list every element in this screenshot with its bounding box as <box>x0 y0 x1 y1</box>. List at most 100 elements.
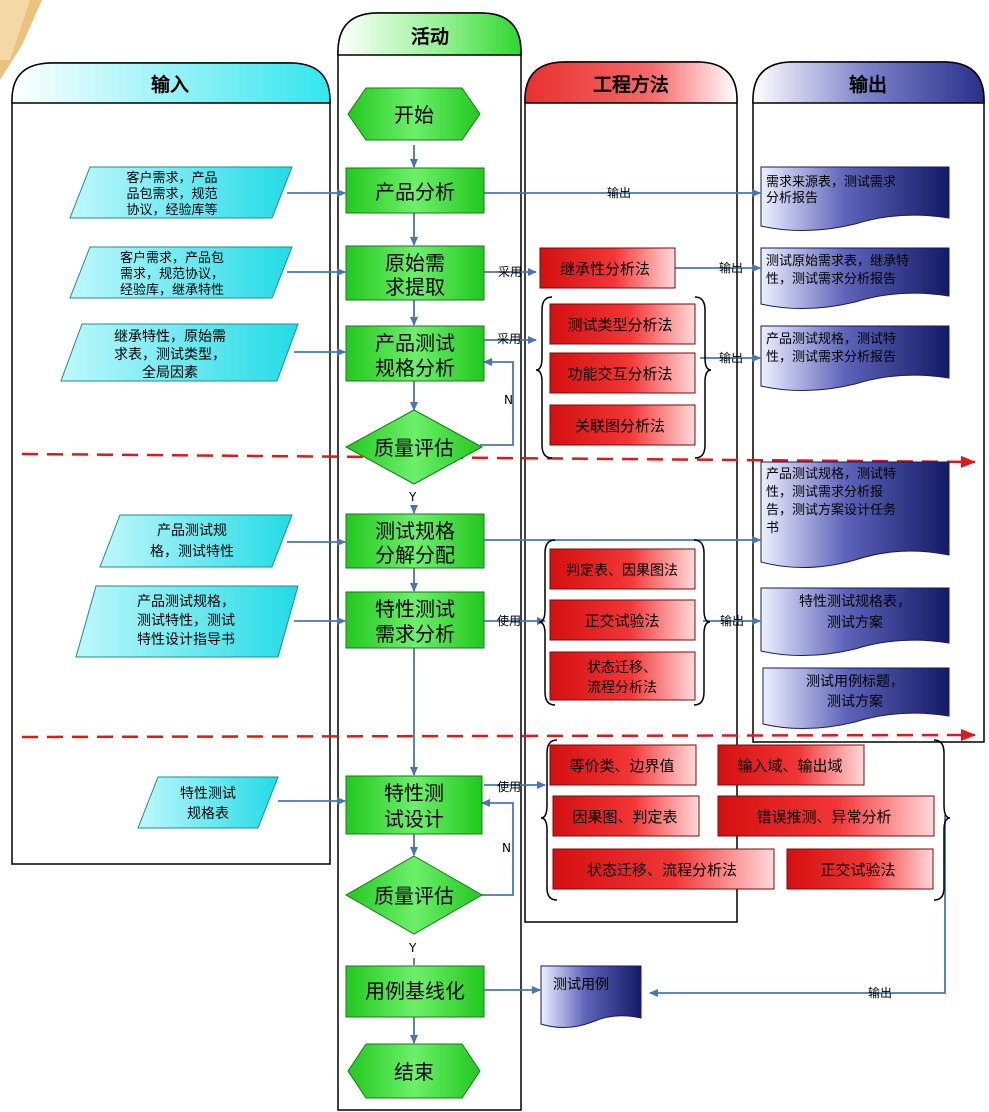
svg-text:状态迁移、流程分析法: 状态迁移、流程分析法 <box>587 861 737 879</box>
activity-spec-decompose: 测试规格 分解分配 <box>345 513 485 569</box>
method-inheritance-analysis: 继承性分析法 <box>539 247 676 289</box>
method-cause-effect: 因果图、判定表 <box>552 795 700 837</box>
svg-text:产品测试: 产品测试 <box>375 331 455 355</box>
label-y-2: Y <box>408 941 417 955</box>
svg-text:经验库，继承特性: 经验库，继承特性 <box>120 282 224 298</box>
svg-text:测试规格: 测试规格 <box>375 519 455 543</box>
svg-text:需求分析: 需求分析 <box>375 622 455 646</box>
method-function-interaction: 功能交互分析法 <box>549 352 696 394</box>
svg-text:告，测试方案设计任务: 告，测试方案设计任务 <box>766 502 896 518</box>
svg-text:测试用例: 测试用例 <box>553 977 609 993</box>
svg-text:测试方案: 测试方案 <box>827 614 883 631</box>
label-output-1: 输出 <box>607 185 631 200</box>
connector-labels: 输出 输出 输出 输出 输出 采用 采用 使用 使用 N N Y Y <box>408 185 892 1000</box>
svg-text:规格表: 规格表 <box>187 806 229 822</box>
svg-text:正交试验法: 正交试验法 <box>584 612 659 630</box>
method-test-type-analysis: 测试类型分析法 <box>549 303 696 345</box>
output-raw-requirement-table: 测试原始需求表，继承特 性，测试需求分析报告 <box>760 247 950 309</box>
label-n-2: N <box>502 841 511 855</box>
svg-text:测试原始需求表，继承特: 测试原始需求表，继承特 <box>766 254 909 269</box>
svg-text:格，测试特性: 格，测试特性 <box>150 544 234 560</box>
activity-feature-design: 特性测 试设计 <box>345 775 483 835</box>
svg-text:特性测试规格表，: 特性测试规格表， <box>799 594 911 610</box>
svg-text:性，测试需求分析报告: 性，测试需求分析报告 <box>766 350 896 365</box>
label-output-4: 输出 <box>720 613 744 628</box>
activity-baseline: 用例基线化 <box>345 965 485 1018</box>
activity-quality-check-1: 质量评估 <box>344 409 484 485</box>
activity-raw-requirement: 原始需 求提取 <box>345 245 485 301</box>
connectors <box>278 145 946 1044</box>
svg-text:状态迁移、: 状态迁移、 <box>587 660 657 676</box>
svg-text:等价类、边界值: 等价类、边界值 <box>569 757 674 775</box>
svg-text:流程分析法: 流程分析法 <box>587 680 657 696</box>
label-output-2: 输出 <box>719 260 743 275</box>
input-product-test-spec: 产品测试规 格，测试特性 <box>99 514 293 568</box>
lane-method-title: 工程方法 <box>593 73 669 96</box>
output-product-test-spec-2: 产品测试规格，测试特 性，测试需求分析报 告，测试方案设计任务 书 <box>760 461 950 568</box>
svg-text:测试特性，测试: 测试特性，测试 <box>137 613 235 629</box>
svg-text:产品测试规格，测试特: 产品测试规格，测试特 <box>766 466 896 482</box>
phase-divider-2 <box>21 729 976 742</box>
input-inherited-features: 继承特性，原始需 求表，测试类型， 全局因素 <box>60 323 299 382</box>
corner-decoration <box>0 0 42 80</box>
svg-text:求提取: 求提取 <box>385 275 445 299</box>
method-relation-graph: 关联图分析法 <box>549 404 696 446</box>
activity-quality-check-2: 质量评估 <box>344 855 484 935</box>
svg-text:测试方案: 测试方案 <box>827 693 883 710</box>
lane-activity-title: 活动 <box>411 25 449 48</box>
svg-text:需求来源表，测试需求: 需求来源表，测试需求 <box>766 175 896 190</box>
svg-text:质量评估: 质量评估 <box>374 884 454 908</box>
svg-text:用例基线化: 用例基线化 <box>365 979 465 1003</box>
method-state-transition-2: 状态迁移、流程分析法 <box>552 848 775 890</box>
output-requirement-source: 需求来源表，测试需求 分析报告 <box>760 166 950 231</box>
svg-text:求表，测试类型，: 求表，测试类型， <box>114 347 226 363</box>
input-feature-spec-table: 特性测试 规格表 <box>137 776 279 829</box>
svg-text:测试用例标题，: 测试用例标题， <box>806 674 904 690</box>
label-n-1: N <box>504 393 513 407</box>
label-adopt-1: 采用 <box>498 265 522 279</box>
svg-text:试设计: 试设计 <box>384 807 444 831</box>
activity-product-analysis: 产品分析 <box>345 167 485 214</box>
svg-text:需求，规范协议，: 需求，规范协议， <box>120 267 224 282</box>
svg-text:正交试验法: 正交试验法 <box>820 861 895 879</box>
svg-text:关联图分析法: 关联图分析法 <box>575 417 665 435</box>
output-test-cases: 测试用例 <box>540 965 642 1028</box>
method-decision-table: 判定表、因果图法 <box>549 548 696 590</box>
method-state-transition-1: 状态迁移、 流程分析法 <box>549 651 696 701</box>
svg-text:结束: 结束 <box>394 1060 434 1084</box>
label-output-5: 输出 <box>868 985 892 1000</box>
svg-text:特性测: 特性测 <box>384 781 444 805</box>
lane-output: 输出 <box>752 61 985 743</box>
svg-text:因果图、判定表: 因果图、判定表 <box>572 808 677 826</box>
svg-text:特性测试: 特性测试 <box>180 786 236 802</box>
activity-start: 开始 <box>347 87 481 141</box>
svg-text:性，测试需求分析报: 性，测试需求分析报 <box>766 485 883 500</box>
svg-text:输入域、输出域: 输入域、输出域 <box>737 757 842 775</box>
svg-text:质量评估: 质量评估 <box>374 436 454 460</box>
svg-text:测试类型分析法: 测试类型分析法 <box>567 316 672 334</box>
method-braces <box>535 296 951 901</box>
svg-text:品包需求，规范: 品包需求，规范 <box>126 187 217 202</box>
svg-text:客户需求，产品包: 客户需求，产品包 <box>120 250 224 266</box>
svg-text:分析报告: 分析报告 <box>766 191 818 206</box>
svg-text:性，测试需求分析报告: 性，测试需求分析报告 <box>766 272 896 287</box>
svg-text:功能交互分析法: 功能交互分析法 <box>567 365 672 383</box>
method-orthogonal-1: 正交试验法 <box>549 599 696 641</box>
activity-end: 结束 <box>347 1043 481 1099</box>
input-customer-requirements-1: 客户需求，产品 品包需求，规范 协议，经验库等 <box>69 166 293 219</box>
phase-divider-1 <box>21 452 976 468</box>
output-product-test-spec-1: 产品测试规格，测试特 性，测试需求分析报告 <box>760 325 950 391</box>
svg-text:协议，经验库等: 协议，经验库等 <box>126 202 217 218</box>
svg-text:继承性分析法: 继承性分析法 <box>560 260 650 278</box>
svg-text:特性测试: 特性测试 <box>375 597 455 621</box>
output-feature-spec-table: 特性测试规格表， 测试方案 <box>760 587 950 656</box>
svg-text:开始: 开始 <box>394 103 434 127</box>
svg-text:判定表、因果图法: 判定表、因果图法 <box>566 563 678 579</box>
activity-feature-requirement: 特性测试 需求分析 <box>345 591 485 649</box>
svg-text:产品测试规格，: 产品测试规格， <box>137 594 235 610</box>
input-feature-design-guide: 产品测试规格， 测试特性，测试 特性设计指导书 <box>75 585 299 658</box>
svg-text:规格分析: 规格分析 <box>375 356 455 380</box>
method-error-guessing: 错误推测、异常分析 <box>717 795 935 837</box>
svg-text:分解分配: 分解分配 <box>375 543 455 567</box>
